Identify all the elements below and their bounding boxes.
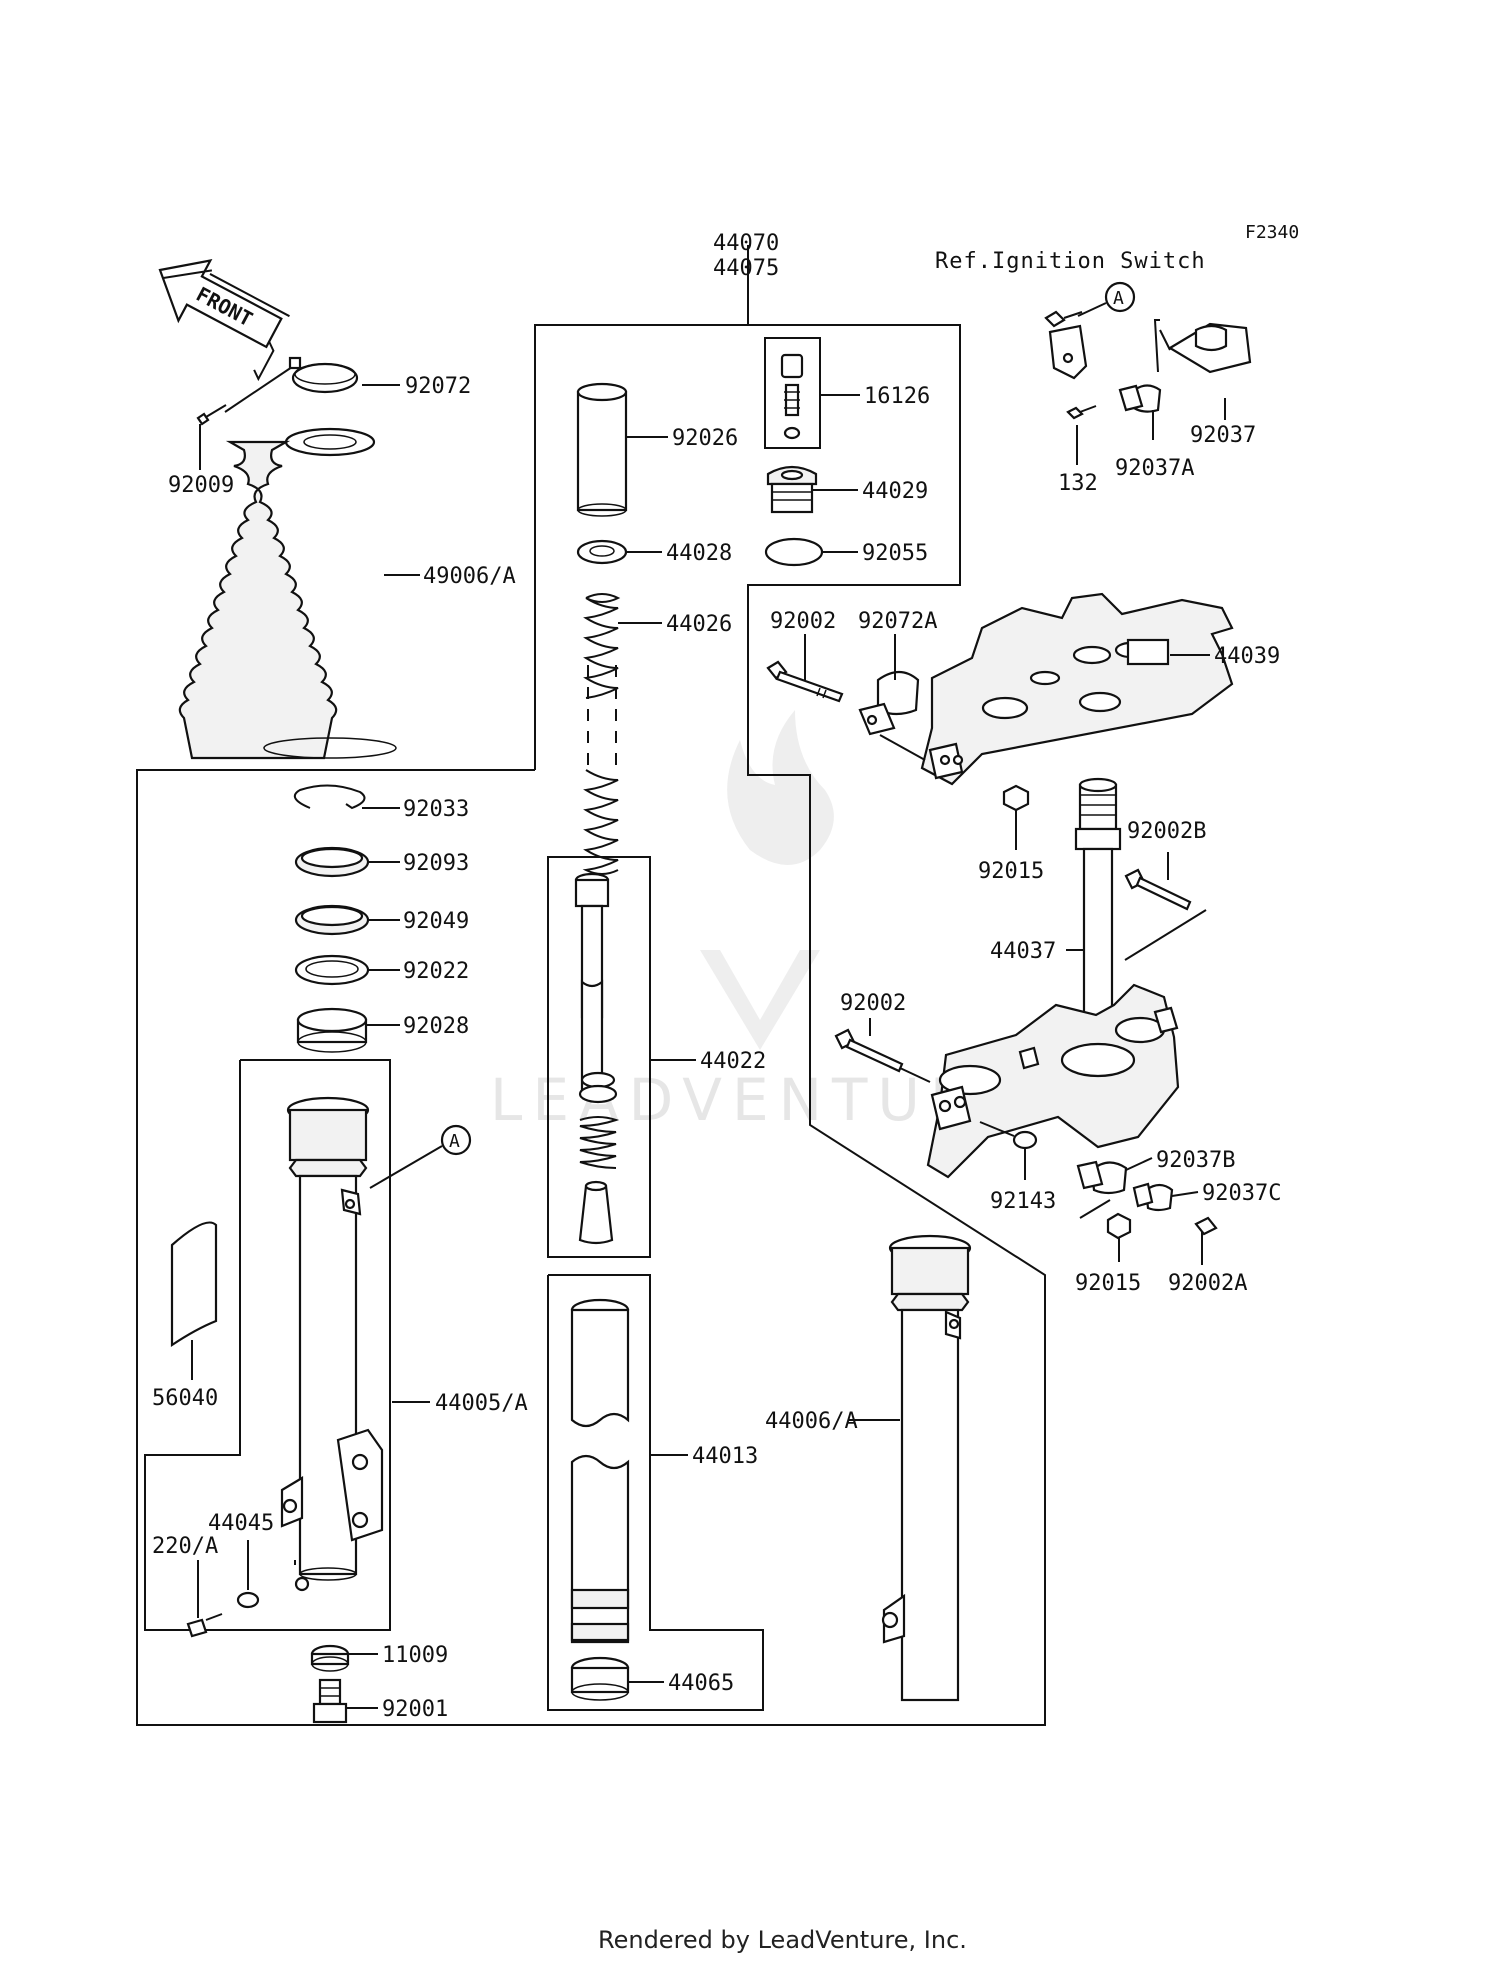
part-label-92022: 92022: [403, 959, 469, 984]
part-label-44065: 44065: [668, 1671, 734, 1696]
washer-92022: [294, 954, 370, 986]
bracket-132: [1044, 310, 1088, 380]
washer-44028: [576, 539, 628, 565]
screw-220A: [186, 1613, 223, 1638]
part-label-92009: 92009: [168, 473, 234, 498]
part-label-92001: 92001: [382, 1697, 448, 1722]
part-label-92028: 92028: [403, 1014, 469, 1039]
callout-a-left: A: [369, 1124, 472, 1189]
inner-tube-box: [547, 1274, 764, 1711]
callout-a-top-label: A: [1113, 288, 1124, 309]
bolt-92001: [312, 1678, 348, 1724]
part-label-44028: 44028: [666, 541, 732, 566]
front-arrow-icon: FRONT: [158, 259, 290, 382]
bushing-44065: [570, 1656, 630, 1701]
fork-boot-49006A: [178, 427, 397, 760]
assembly-label-2: 44075: [713, 256, 779, 281]
part-label-44005A: 44005/A: [435, 1391, 528, 1416]
footer-credit: Rendered by LeadVenture, Inc.: [598, 1926, 967, 1954]
damper-rod-44022: [574, 872, 620, 1245]
assembly-outline: [136, 324, 1046, 1726]
part-label-92002A: 92002A: [1168, 1271, 1247, 1296]
washer-92143: [1012, 1130, 1038, 1150]
bolt-92002B: [1124, 868, 1192, 911]
part-label-92037A: 92037A: [1115, 456, 1194, 481]
outer-tube-44006A: [881, 1234, 972, 1702]
clamp-92037B: [1076, 1160, 1128, 1195]
reference-note: Ref.Ignition Switch: [935, 249, 1206, 274]
o-ring-92055: [764, 537, 824, 567]
diagram-code: F2340: [1245, 222, 1299, 243]
spacer-pipe-92026: [576, 382, 628, 517]
part-label-92049: 92049: [403, 909, 469, 934]
part-label-49006A: 49006/A: [423, 564, 516, 589]
part-label-44022: 44022: [700, 1049, 766, 1074]
bracket-92037: [1159, 322, 1252, 374]
part-label-220A: 220/A: [152, 1534, 218, 1559]
part-label-92072A: 92072A: [858, 609, 937, 634]
clamp-band-92072: [224, 356, 359, 413]
steering-stem-44037: [926, 777, 1180, 1179]
part-label-92002B: 92002B: [1127, 819, 1206, 844]
bushing-92028: [296, 1007, 368, 1053]
dust-seal-92093: [294, 846, 370, 878]
cap-bolt-44029: [766, 465, 818, 514]
watermark-logo-icon: [727, 710, 834, 865]
callout-a-left-label: A: [449, 1131, 460, 1152]
clamp-92072A: [858, 670, 920, 736]
part-label-44013: 44013: [692, 1444, 758, 1469]
part-label-44026: 44026: [666, 612, 732, 637]
part-label-16126: 16126: [864, 384, 930, 409]
part-labels: 92072 92009 49006/A 92026 16126 44029 44…: [152, 374, 1281, 1722]
leader-lines: [197, 384, 1226, 1709]
callout-a-top: A: [1077, 281, 1136, 317]
outer-tube-44005A: [280, 1096, 384, 1592]
clamp-92037A: [1118, 384, 1162, 413]
part-label-132: 132: [1058, 471, 1098, 496]
part-label-92093: 92093: [403, 851, 469, 876]
bolt-92002-top: [766, 660, 844, 703]
air-valve-16126: [780, 353, 804, 440]
part-label-11009: 11009: [382, 1643, 448, 1668]
part-label-92026: 92026: [672, 426, 738, 451]
part-label-92072: 92072: [405, 374, 471, 399]
part-label-44029: 44029: [862, 479, 928, 504]
watermark: LEADVENTURE: [490, 710, 1027, 1134]
part-label-92037C: 92037C: [1202, 1181, 1281, 1206]
screw-92009: [196, 404, 227, 426]
part-label-92037B: 92037B: [1156, 1148, 1235, 1173]
part-label-92055: 92055: [862, 541, 928, 566]
washer-11009: [310, 1644, 350, 1672]
part-label-44006A: 44006/A: [765, 1409, 858, 1434]
bolt-92002A: [1194, 1216, 1218, 1245]
nut-92015-top: [1002, 784, 1030, 812]
fork-spring-44026: [582, 593, 621, 875]
part-label-92033: 92033: [403, 797, 469, 822]
valve-box: [764, 337, 821, 449]
watermark-text: LEADVENTURE: [490, 1066, 1027, 1134]
part-label-44039: 44039: [1214, 644, 1280, 669]
nut-92015-bottom: [1106, 1212, 1132, 1240]
bolt-92002-mid: [834, 1028, 931, 1083]
part-label-92015-bottom: 92015: [1075, 1271, 1141, 1296]
part-label-56040: 56040: [152, 1386, 218, 1411]
part-label-92015-top: 92015: [978, 859, 1044, 884]
washer-44045: [236, 1591, 260, 1609]
part-label-92143: 92143: [990, 1189, 1056, 1214]
circlip-92033: [293, 784, 366, 810]
inner-tube-44013: [570, 1298, 630, 1644]
screw-132: [1066, 405, 1097, 420]
part-label-44037: 44037: [990, 939, 1056, 964]
oil-seal-92049: [294, 904, 370, 936]
part-label-44045: 44045: [208, 1511, 274, 1536]
part-label-92002-mid: 92002: [840, 991, 906, 1016]
upper-bracket-44039: [920, 592, 1234, 786]
part-label-92037: 92037: [1190, 423, 1256, 448]
outer-tube-box: [144, 1059, 391, 1631]
part-label-92002-top: 92002: [770, 609, 836, 634]
guard-56040: [170, 1221, 218, 1348]
assembly-label-1: 44070: [713, 231, 779, 256]
clamp-92037C: [1132, 1182, 1174, 1212]
